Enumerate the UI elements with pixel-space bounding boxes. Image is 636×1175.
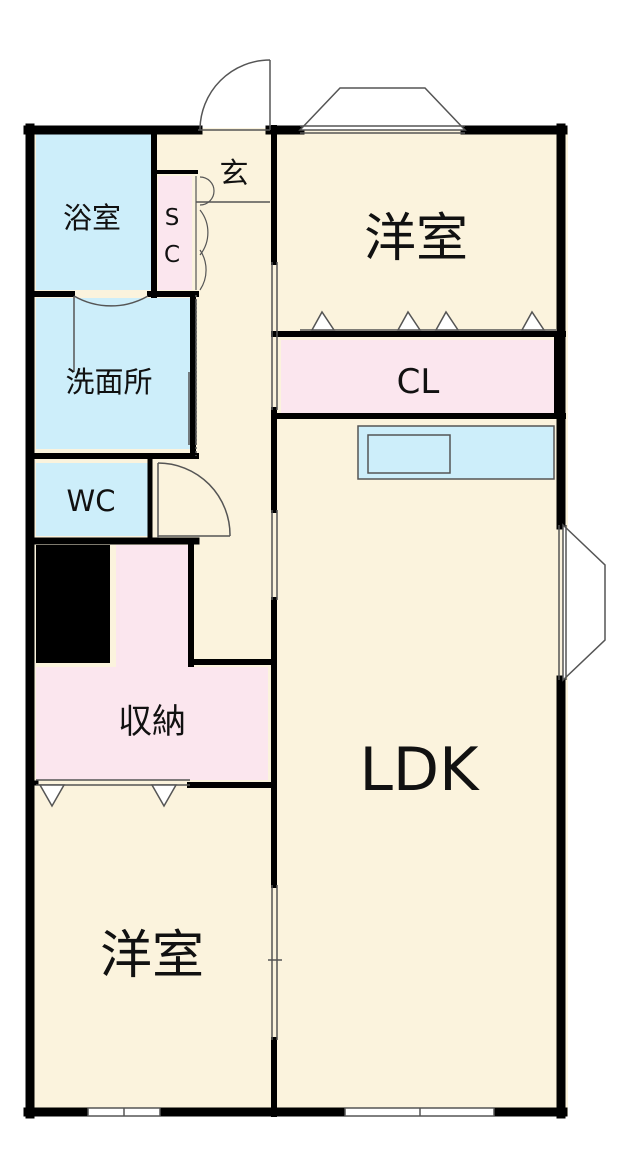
closet-area bbox=[281, 340, 555, 413]
storage-area-lower bbox=[36, 667, 268, 780]
storage-area-upper bbox=[116, 545, 188, 667]
sc-label-bottom: C bbox=[164, 242, 180, 268]
wc-door bbox=[157, 462, 231, 538]
bottom-windows bbox=[87, 1107, 495, 1117]
closet-doors bbox=[38, 310, 546, 808]
bath-label: 浴室 bbox=[63, 201, 121, 235]
closet-label: CL bbox=[397, 362, 440, 402]
entrance-label: 玄 bbox=[219, 156, 248, 190]
wc-label: WC bbox=[67, 484, 116, 518]
entrance-door bbox=[198, 59, 271, 131]
ldk-label: LDK bbox=[360, 735, 481, 805]
pipe-shaft bbox=[36, 545, 110, 663]
bay-window-top bbox=[298, 87, 467, 134]
kitchen-sink bbox=[367, 434, 451, 474]
shoe-cabinet-area bbox=[158, 176, 192, 290]
western-room-bottom-label: 洋室 bbox=[100, 926, 204, 986]
western-room-top-label: 洋室 bbox=[364, 209, 468, 269]
bay-window-right bbox=[558, 523, 606, 682]
wc-area bbox=[36, 463, 148, 536]
bath-area bbox=[36, 133, 153, 290]
washroom-door bbox=[73, 295, 149, 372]
washroom-area bbox=[36, 298, 193, 449]
shoe-cabinet-doors bbox=[195, 176, 215, 291]
storage-label: 収納 bbox=[118, 702, 186, 742]
washroom-label: 洗面所 bbox=[65, 365, 152, 399]
interior-walls bbox=[26, 125, 566, 1117]
sc-label-top: S bbox=[165, 205, 180, 231]
